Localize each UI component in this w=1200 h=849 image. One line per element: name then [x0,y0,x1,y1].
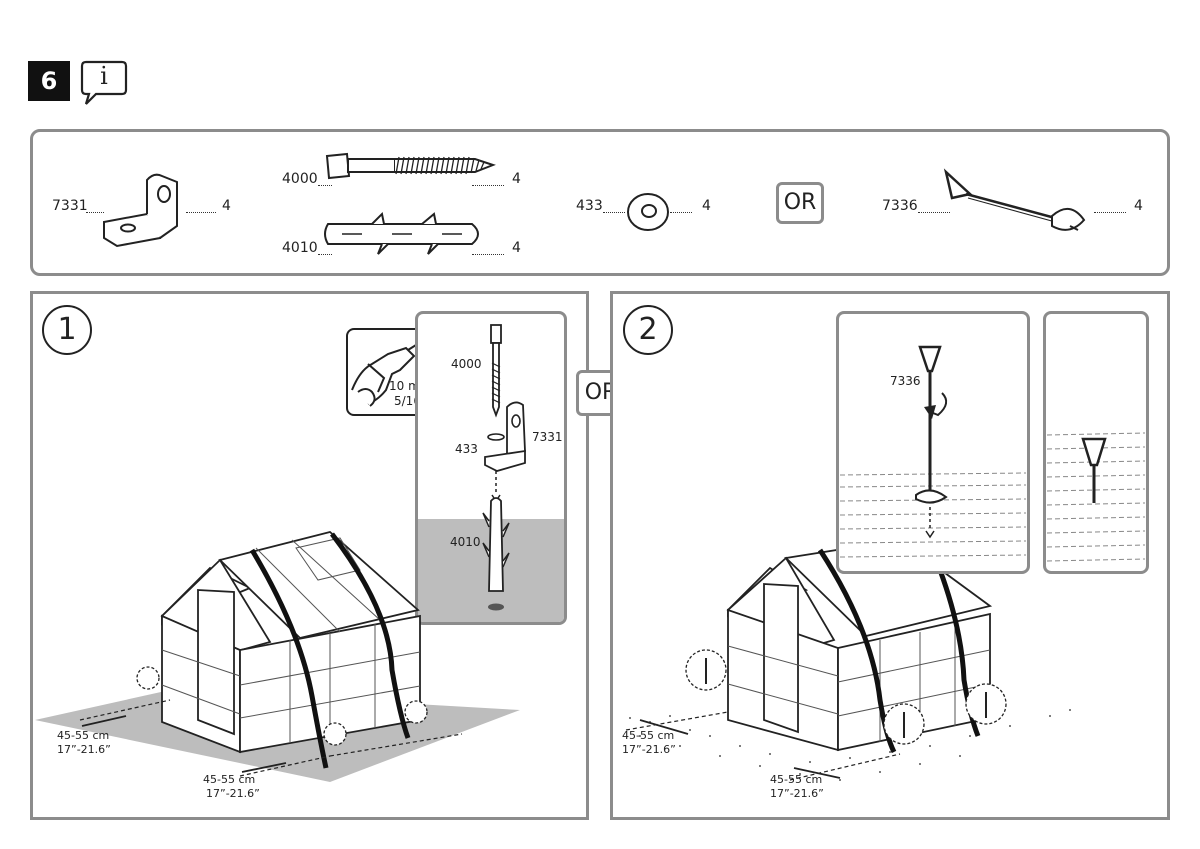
or-separator: OR [776,182,824,224]
inset-label-433: 433 [455,442,478,456]
measure-a-cm: 45-55 cm [57,729,110,742]
leader-dots [318,185,332,186]
part-qty-7336: 4 [1134,198,1143,214]
part-qty-7331: 4 [222,198,231,214]
leader-dots [318,254,332,255]
step-number: 6 [28,61,70,101]
leader-dots [603,212,625,213]
inset-label-7331: 7331 [532,430,563,444]
info-glyph: i [100,62,108,90]
part-code-433: 433 [576,198,603,214]
part-qty-433: 4 [702,198,711,214]
panel-number-1: 1 [42,305,92,355]
part-code-7336: 7336 [882,198,918,214]
part-code-4000: 4000 [282,171,318,187]
leader-dots [670,212,692,213]
panel-number-2: 2 [623,305,673,355]
ground-anchor-install-inset [836,311,1030,574]
inset-label-4000: 4000 [451,357,482,371]
ground-anchor-screwing-illustration [839,345,1027,558]
leader-dots [186,212,216,213]
greenhouse-on-soil-illustration [625,539,1071,781]
measure2-a-cm: 45-55 cm [622,729,675,742]
bolt-assembly-illustration [482,324,526,611]
part-code-4010: 4010 [282,240,318,256]
wall-anchor-icon [324,211,479,255]
measure2-a-inch: 17”-21.6” [622,743,676,756]
measure-a-inch: 17”-21.6” [57,743,111,756]
leader-dots [918,212,950,213]
washer-icon [627,193,669,231]
measure2-b-cm: 45-55 cm [770,773,823,786]
ground-anchor-icon [943,168,1086,231]
measure-b-inch: 17”-21.6” [206,787,260,800]
leader-dots [1094,212,1126,213]
leader-dots [86,212,104,213]
power-drill-icon [351,339,425,407]
parts-list-box [30,129,1170,276]
greenhouse-on-concrete-illustration [35,531,520,782]
inset-label-4010: 4010 [450,535,481,549]
part-qty-4000: 4 [512,171,521,187]
inset-label-7336: 7336 [890,374,921,388]
measure-b-cm: 45-55 cm [203,773,256,786]
leader-dots [472,254,504,255]
measure2-b-inch: 17”-21.6” [770,787,824,800]
lag-screw-icon [325,152,496,180]
ground-anchor-installed-illustration [1046,432,1146,562]
part-code-7331: 7331 [52,198,88,214]
info-speech-bubble-icon [80,60,128,105]
leader-dots [472,185,504,186]
part-qty-4010: 4 [512,240,521,256]
corner-bracket-icon [103,173,178,248]
